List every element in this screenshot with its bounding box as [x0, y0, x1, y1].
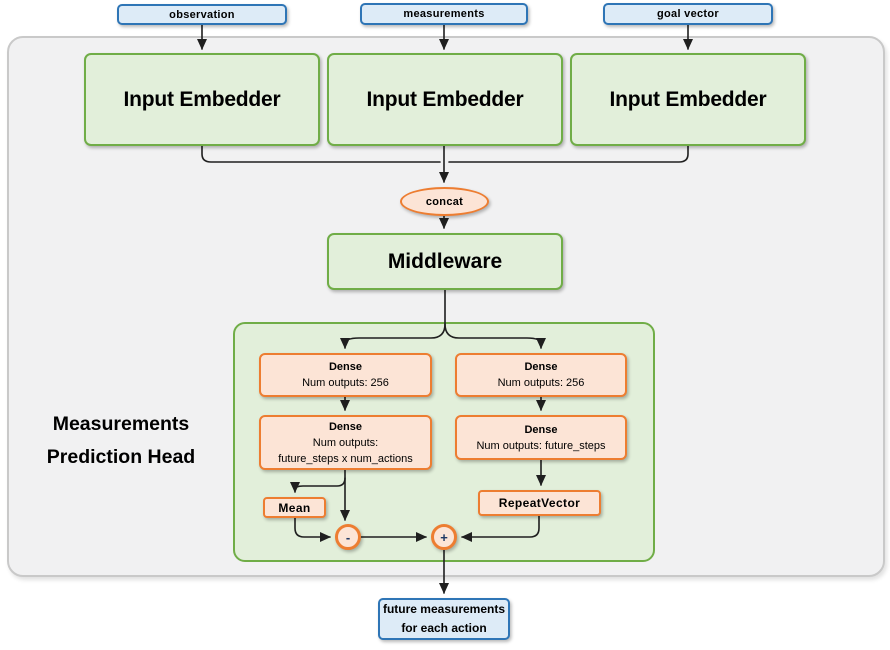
dense-right-2: Dense Num outputs: future_steps: [455, 415, 627, 460]
plus-icon: +: [440, 529, 448, 545]
input-label-measurements: measurements: [403, 8, 485, 20]
dense-left-1-title: Dense: [328, 361, 363, 373]
input-embedder-middle-label: Input Embedder: [366, 87, 524, 111]
mean-label: Mean: [278, 500, 311, 515]
input-embedder-left-label: Input Embedder: [123, 87, 281, 111]
add-node: +: [431, 524, 457, 550]
output-label-line2: for each action: [401, 621, 487, 635]
head-title: Measurements Prediction Head: [18, 408, 224, 474]
input-embedder-middle: Input Embedder: [327, 53, 563, 146]
head-title-line1: Measurements: [52, 413, 190, 435]
repeat-vector-label: RepeatVector: [498, 496, 581, 510]
dense-right-1: Dense Num outputs: 256: [455, 353, 627, 397]
input-label-observation: observation: [169, 8, 235, 21]
middleware-node: Middleware: [327, 233, 563, 290]
output-node: future measurements for each action: [378, 598, 510, 640]
dense-right-1-title: Dense: [524, 361, 558, 373]
head-title-line2: Prediction Head: [46, 446, 196, 468]
dense-left-2: Dense Num outputs: future_steps x num_ac…: [259, 415, 432, 470]
mean-node: Mean: [263, 497, 326, 518]
dense-left-2-outputs: Num outputs:: [312, 436, 379, 449]
concat-node: concat: [400, 187, 489, 216]
middleware-label: Middleware: [387, 249, 503, 273]
dense-left-2-outputs-detail: future_steps x num_actions: [278, 452, 413, 465]
input-embedder-right-label: Input Embedder: [609, 87, 767, 111]
dense-right-1-outputs: Num outputs: 256: [497, 377, 585, 389]
input-node-measurements: measurements: [360, 3, 528, 25]
dense-right-2-outputs: Num outputs: future_steps: [476, 439, 606, 452]
minus-icon: -: [345, 529, 351, 545]
input-embedder-right: Input Embedder: [570, 53, 806, 146]
dense-left-1: Dense Num outputs: 256: [259, 353, 432, 397]
concat-label: concat: [425, 195, 464, 208]
dense-left-2-title: Dense: [328, 420, 363, 433]
subtract-node: -: [335, 524, 361, 550]
dense-right-2-title: Dense: [524, 423, 558, 436]
input-embedder-left: Input Embedder: [84, 53, 320, 146]
dense-left-1-outputs: Num outputs: 256: [302, 377, 389, 389]
repeat-vector-node: RepeatVector: [478, 490, 601, 516]
input-label-goal-vector: goal vector: [657, 8, 719, 20]
output-label-line1: future measurements: [382, 602, 506, 616]
input-node-goal-vector: goal vector: [603, 3, 773, 25]
input-node-observation: observation: [117, 4, 287, 25]
